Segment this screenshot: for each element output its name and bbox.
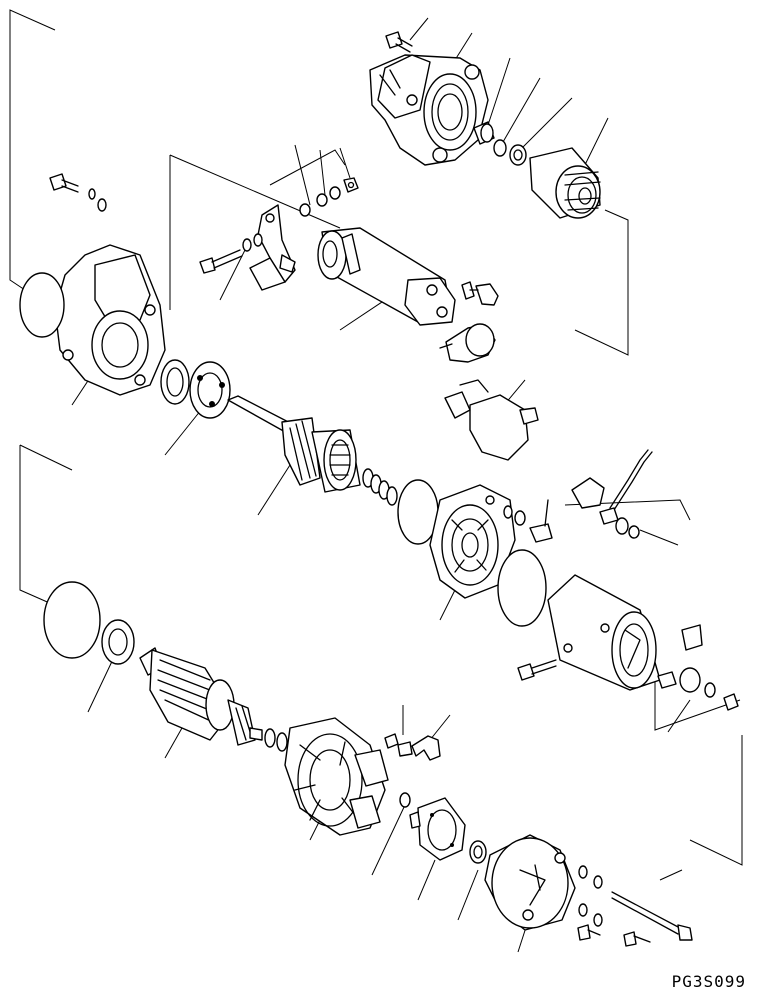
cover-screw-b bbox=[624, 932, 650, 946]
shim-stack bbox=[363, 469, 397, 505]
thrust-washer-armature-b bbox=[277, 733, 287, 751]
brush-holder bbox=[285, 718, 388, 835]
bushing-small bbox=[474, 122, 494, 144]
lever-washer-a bbox=[243, 239, 251, 251]
ball-bearing-rear bbox=[102, 620, 134, 664]
brush-plate bbox=[410, 798, 465, 860]
through-bolt bbox=[612, 892, 692, 940]
cover-washer-b bbox=[594, 876, 602, 888]
yoke-screw bbox=[518, 660, 556, 680]
lever-washer-e bbox=[330, 187, 340, 199]
cover-screw-a bbox=[578, 925, 600, 940]
bracket-washer-b bbox=[515, 511, 525, 525]
cover-washer-d bbox=[594, 914, 602, 926]
pinion-clutch bbox=[530, 148, 600, 218]
ball-bearing-front bbox=[190, 362, 230, 418]
pinion-shaft bbox=[228, 396, 360, 492]
brush-washer bbox=[400, 793, 410, 807]
terminal-nut-yoke bbox=[724, 694, 738, 710]
o-ring-lower bbox=[44, 582, 100, 658]
figure-reference-code: PG3S099 bbox=[671, 972, 746, 991]
o-ring-drive bbox=[20, 273, 64, 337]
brush-lead-clip bbox=[398, 736, 440, 760]
thrust-washer-armature-a bbox=[265, 729, 275, 747]
lever-washer-b bbox=[254, 234, 262, 246]
drive-housing-bolt bbox=[50, 174, 106, 211]
brush-terminal-assembly bbox=[445, 380, 538, 460]
solenoid bbox=[318, 228, 474, 325]
nut-top bbox=[510, 145, 526, 165]
lever-washer-d bbox=[317, 194, 327, 206]
lever-washer-c bbox=[300, 204, 310, 216]
terminal-cover bbox=[572, 478, 604, 508]
terminal-insulator bbox=[658, 625, 702, 688]
needle-bearing-ring bbox=[161, 360, 189, 404]
housing-bolt bbox=[386, 32, 412, 52]
rear-cover bbox=[485, 835, 575, 930]
drive-housing bbox=[55, 245, 165, 395]
front-housing bbox=[370, 55, 488, 165]
boot-cap-small bbox=[470, 284, 498, 305]
shift-lever bbox=[250, 205, 295, 290]
bracket-washer-a bbox=[504, 506, 512, 518]
terminal-nut bbox=[629, 526, 639, 538]
lever-bolt bbox=[200, 250, 242, 273]
center-bracket bbox=[430, 485, 515, 598]
lever-nut bbox=[344, 178, 358, 192]
yoke bbox=[548, 575, 660, 690]
bracket-bolt bbox=[530, 500, 552, 542]
rear-bushing bbox=[470, 841, 486, 863]
yoke-gasket bbox=[498, 550, 546, 626]
insulating-washer bbox=[680, 668, 700, 692]
armature bbox=[140, 648, 262, 745]
group-frame-lines bbox=[10, 10, 742, 865]
terminal-washer bbox=[616, 518, 628, 534]
brush-screw bbox=[385, 734, 398, 748]
cover-washer-c bbox=[579, 904, 587, 916]
lead-wire bbox=[600, 450, 652, 524]
cover-washer-a bbox=[579, 866, 587, 878]
spring-washer-yoke bbox=[705, 683, 715, 697]
boot-cap-large bbox=[440, 324, 495, 362]
thrust-washer-top bbox=[494, 140, 506, 156]
